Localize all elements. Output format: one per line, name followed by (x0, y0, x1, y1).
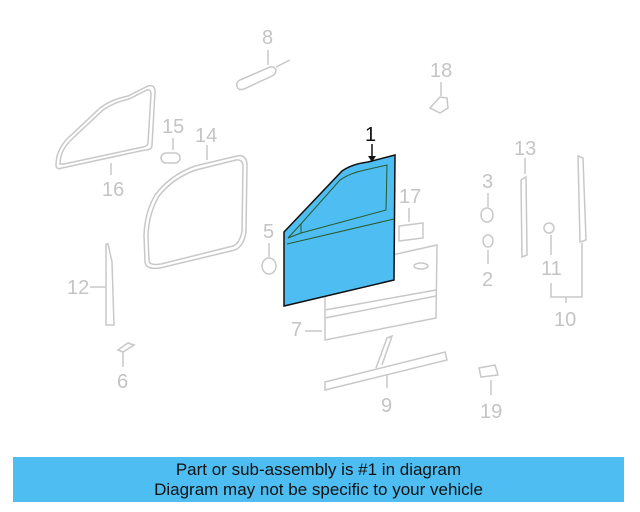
part-3-grommet (480, 193, 494, 223)
callout-10[interactable]: 10 (554, 309, 577, 331)
callout-13[interactable]: 13 (514, 138, 537, 160)
part-13-trim (520, 158, 528, 259)
callout-9[interactable]: 9 (381, 395, 393, 417)
callout-2[interactable]: 2 (482, 269, 494, 291)
diagram-drawing (55, 50, 587, 395)
part-1-front-door[interactable] (283, 144, 396, 307)
part-12-pillar-trim (90, 243, 115, 326)
callout-5[interactable]: 5 (263, 221, 275, 243)
callout-6[interactable]: 6 (117, 371, 129, 393)
part-6-clip (116, 342, 136, 367)
part-9-sill (324, 334, 448, 391)
part-14-door-seal (143, 145, 248, 270)
callout-11[interactable]: 11 (541, 258, 562, 280)
callout-17[interactable]: 17 (399, 186, 422, 208)
callout-1[interactable]: 1 (365, 124, 377, 146)
callout-12[interactable]: 12 (67, 277, 90, 299)
part-18-bracket (428, 82, 449, 114)
part-2-grommet (482, 234, 494, 264)
part-11-bolt (543, 222, 555, 255)
callout-14[interactable]: 14 (195, 125, 218, 147)
callout-8[interactable]: 8 (262, 27, 274, 49)
part-15-clip (160, 138, 181, 164)
part-5-plug (261, 243, 277, 275)
part-19-clip (478, 364, 499, 395)
callout-19[interactable]: 19 (480, 401, 503, 423)
banner-part-note: Part or sub-assembly is #1 in diagram (175, 460, 462, 479)
part-7-outer-panel (305, 244, 438, 341)
callout-16[interactable]: 16 (102, 179, 125, 201)
parts-diagram: 1 2 3 5 6 7 8 9 10 11 12 13 14 15 16 17 … (55, 27, 587, 423)
part-8-touchup-tube (236, 50, 291, 91)
callout-18[interactable]: 18 (430, 60, 453, 82)
banner-disclaimer: Diagram may not be specific to your vehi… (154, 480, 483, 499)
part-16-window-seal (55, 84, 156, 175)
callout-3[interactable]: 3 (482, 171, 494, 193)
part-17-panel (398, 208, 424, 242)
callout-7[interactable]: 7 (291, 319, 303, 341)
info-banner: Part or sub-assembly is #1 in diagram Di… (13, 457, 624, 502)
part-10-strip (550, 154, 587, 303)
callout-15[interactable]: 15 (162, 116, 185, 138)
